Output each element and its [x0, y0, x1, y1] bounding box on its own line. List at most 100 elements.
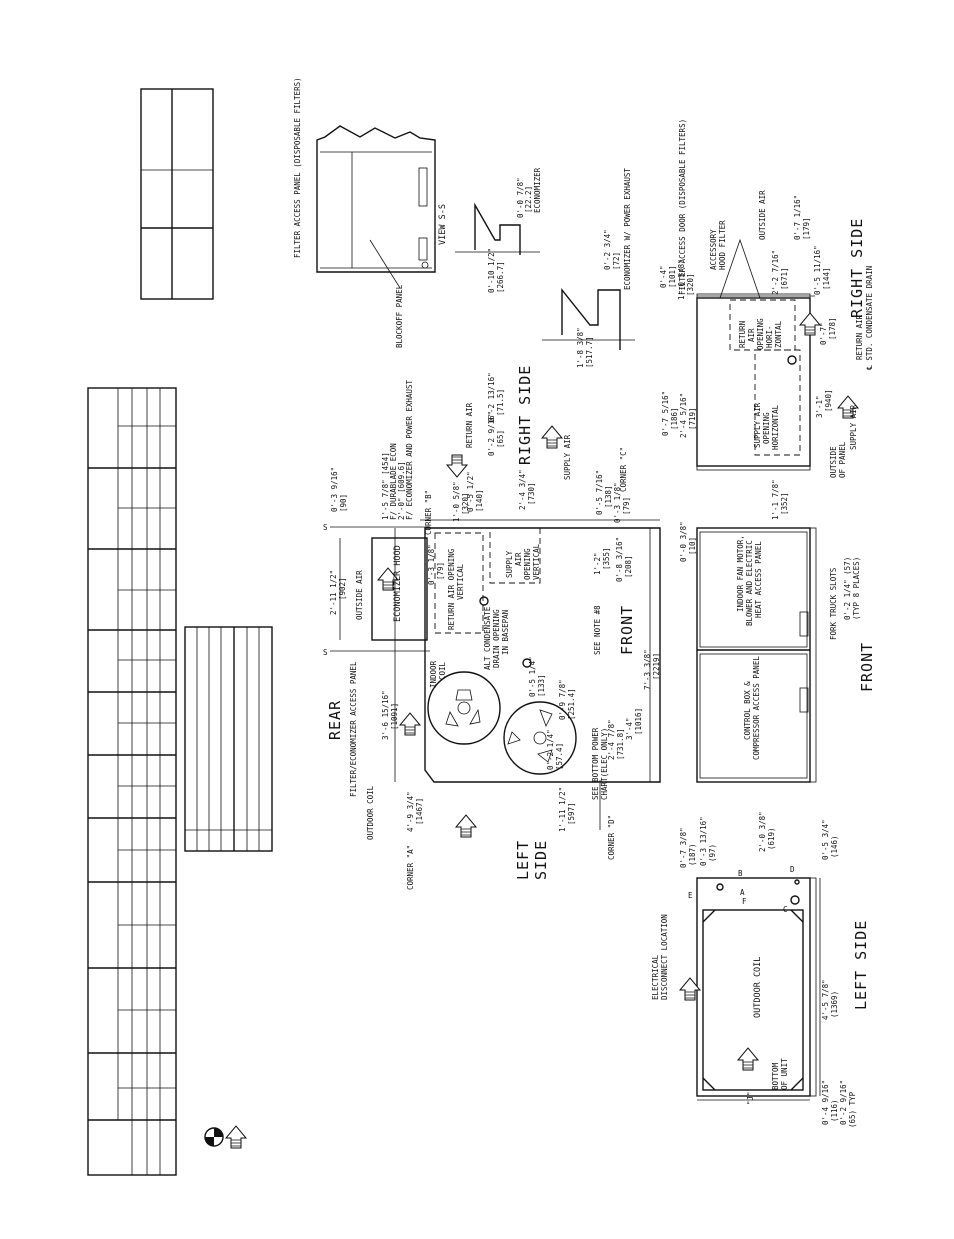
svg-text:S: S [323, 648, 328, 657]
svg-text:[144]: [144] [822, 267, 831, 290]
svg-text:INDOOR FAN MOTOR,: INDOOR FAN MOTOR, [736, 535, 745, 612]
right-side-title: RIGHT SIDE [848, 218, 866, 318]
filter-access-panel-label: FILTER ACCESS PANEL (DISPOSABLE FILTERS) [293, 77, 302, 258]
svg-text:[72]: [72] [612, 252, 621, 270]
svg-text:OF UNIT: OF UNIT [780, 1058, 789, 1090]
svg-text:(146): (146) [830, 835, 839, 858]
svg-text:C: C [783, 905, 788, 914]
svg-text:AIR: AIR [514, 552, 523, 566]
svg-text:IN BASEPAN: IN BASEPAN [501, 610, 510, 655]
svg-text:OUTDOOR COIL: OUTDOOR COIL [366, 785, 375, 840]
svg-text:[57.4]: [57.4] [555, 743, 564, 770]
svg-text:ZONTAL: ZONTAL [774, 320, 783, 348]
svg-text:CORNER "D": CORNER "D" [607, 815, 616, 860]
svg-text:2'-4 3/4": 2'-4 3/4" [518, 469, 527, 510]
svg-text:[186]: [186] [670, 407, 679, 430]
svg-text:0'-7 5/16": 0'-7 5/16" [661, 391, 670, 436]
svg-text:A: A [740, 888, 745, 897]
svg-text:[133]: [133] [537, 674, 546, 697]
svg-text:OPENING: OPENING [762, 412, 771, 444]
corner-table [140, 88, 214, 300]
svg-text:HORIZONTAL: HORIZONTAL [771, 404, 780, 450]
svg-text:D: D [790, 865, 795, 874]
svg-text:1'-0 5/8": 1'-0 5/8" [452, 481, 461, 522]
left-side-title: LEFT SIDE [852, 920, 870, 1010]
svg-text:BLOWER AND ELECTRIC: BLOWER AND ELECTRIC [745, 540, 754, 626]
svg-text:[79]: [79] [622, 497, 631, 515]
svg-text:OPENING: OPENING [523, 548, 532, 580]
rear-label: REAR [326, 700, 344, 740]
svg-text:OUTSIDE AIR: OUTSIDE AIR [758, 190, 767, 240]
center-of-gravity-icon [204, 1127, 224, 1147]
svg-text:[352]: [352] [780, 492, 789, 515]
svg-text:0'-2 9/16": 0'-2 9/16" [487, 411, 496, 456]
svg-text:[517.7]: [517.7] [585, 336, 594, 368]
svg-text:[90]: [90] [339, 494, 348, 512]
svg-text:0'-2 3/4": 0'-2 3/4" [603, 229, 612, 270]
svg-text:[178]: [178] [828, 317, 837, 340]
svg-text:[719]: [719] [688, 407, 697, 430]
svg-text:[597]: [597] [567, 802, 576, 825]
small-table [184, 626, 273, 852]
svg-text:OPENING: OPENING [756, 318, 765, 350]
svg-text:1'-8 3/8": 1'-8 3/8" [576, 327, 585, 368]
svg-text:(65) TYP: (65) TYP [848, 1091, 857, 1128]
svg-text:0'-2 9/16": 0'-2 9/16" [839, 1080, 848, 1125]
svg-text:[101]: [101] [668, 265, 677, 288]
svg-text:2'-4 5/16": 2'-4 5/16" [679, 393, 688, 438]
svg-text:[320]: [320] [461, 492, 470, 515]
svg-text:RETURN: RETURN [738, 321, 747, 348]
svg-text:0'-9 7/8": 0'-9 7/8" [558, 679, 567, 720]
svg-text:1'-1 7/8": 1'-1 7/8" [771, 479, 780, 520]
svg-text:3'-4": 3'-4" [625, 717, 634, 740]
svg-text:0'-5 1/4": 0'-5 1/4" [528, 656, 537, 697]
svg-text:ALT CONDENSATE: ALT CONDENSATE [483, 606, 492, 670]
left-side-label-a: LEFT [514, 840, 532, 880]
svg-text:"J": "J" [746, 1091, 755, 1105]
svg-text:[1016]: [1016] [634, 708, 643, 735]
right-side-label: RIGHT SIDE [516, 365, 534, 465]
svg-text:[730]: [730] [527, 482, 536, 505]
svg-text:ECONOMIZER W/ POWER EXHAUST: ECONOMIZER W/ POWER EXHAUST [623, 168, 632, 290]
svg-text:CORNER "C": CORNER "C" [619, 447, 628, 492]
svg-text:DISCONNECT LOCATION: DISCONNECT LOCATION [660, 914, 669, 1000]
svg-text:INDOOR: INDOOR [429, 660, 438, 688]
svg-text:F/ DURABLADE ECON: F/ DURABLADE ECON [389, 443, 398, 520]
svg-text:AIR: AIR [747, 328, 756, 342]
svg-text:F/ ECONOMIZER AND POWER EXHAUS: F/ ECONOMIZER AND POWER EXHAUST [405, 380, 414, 520]
svg-text:0'-5 3/4": 0'-5 3/4" [821, 819, 830, 860]
svg-text:ECONOMIZER: ECONOMIZER [533, 167, 542, 213]
svg-text:S: S [323, 523, 328, 532]
svg-text:(116): (116) [830, 1099, 839, 1122]
front-title: FRONT [858, 642, 876, 692]
svg-text:℄ STD. CONDENSATE DRAIN: ℄ STD. CONDENSATE DRAIN [865, 266, 874, 371]
svg-text:[65]: [65] [496, 430, 505, 448]
right-side-view: RIGHT SIDE FILTER ACCESS DOOR (DISPOSABL… [659, 119, 874, 520]
svg-text:HEAT ACCESS PANEL: HEAT ACCESS PANEL [754, 541, 763, 618]
front-label: FRONT [618, 605, 636, 655]
svg-text:COMPRESSOR ACCESS PANEL: COMPRESSOR ACCESS PANEL [752, 656, 761, 760]
svg-text:SUPPLY AIR: SUPPLY AIR [849, 404, 858, 450]
svg-text:4'-9 3/4": 4'-9 3/4" [406, 791, 415, 832]
svg-text:0'-0 3/8": 0'-0 3/8" [679, 521, 688, 562]
svg-text:[731.8]: [731.8] [616, 728, 625, 760]
svg-text:7'-3 3/8": 7'-3 3/8" [643, 649, 652, 690]
svg-text:CORNER "A": CORNER "A" [406, 845, 415, 890]
svg-text:ELECTRICAL: ELECTRICAL [651, 954, 660, 1000]
svg-text:[251.4]: [251.4] [567, 688, 576, 720]
svg-text:0'-7 1/16": 0'-7 1/16" [793, 195, 802, 240]
svg-text:4'-5 7/8": 4'-5 7/8" [821, 979, 830, 1020]
left-side-view: LEFT SIDE OUTDOOR COIL ELECTRICAL DISCON… [651, 811, 870, 1128]
svg-text:RETURN AIR OPENING: RETURN AIR OPENING [447, 548, 456, 630]
svg-text:RETURN AIR: RETURN AIR [855, 314, 864, 360]
svg-text:2'-0 3/8": 2'-0 3/8" [758, 811, 767, 852]
svg-text:(97): (97) [708, 844, 717, 862]
blockoff-panel-label: BLOCKOFF PANEL [395, 284, 404, 348]
svg-text:HOOD FILTER: HOOD FILTER [718, 220, 727, 270]
svg-text:OUTDOOR COIL: OUTDOOR COIL [753, 957, 763, 1018]
svg-text:SUPPLY: SUPPLY [505, 550, 514, 578]
svg-text:1'-11 1/2": 1'-11 1/2" [558, 787, 567, 832]
svg-text:[71.5]: [71.5] [496, 389, 505, 416]
svg-text:[140]: [140] [475, 489, 484, 512]
svg-text:0'-8 3/16": 0'-8 3/16" [615, 537, 624, 582]
